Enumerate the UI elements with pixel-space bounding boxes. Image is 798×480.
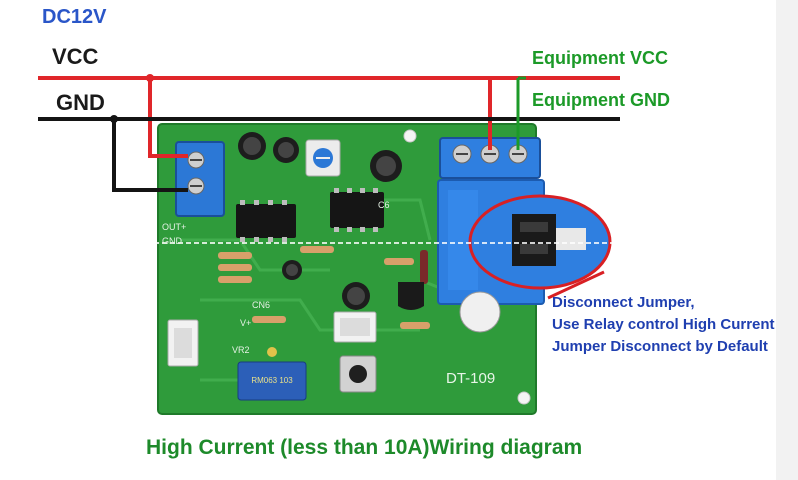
mount-hole (403, 129, 417, 143)
pin-v-label: V+ (240, 318, 252, 328)
potentiometer-top (305, 139, 341, 177)
jumper-note: Disconnect Jumper, Use Relay control Hig… (552, 292, 775, 358)
gnd-drop-input (112, 119, 188, 192)
pot-label: VR2 (232, 345, 250, 355)
dc12v-label: DC12V (42, 6, 107, 28)
capacitors (238, 132, 402, 310)
vcc-label: VCC (52, 44, 99, 69)
gnd-label: GND (56, 90, 105, 115)
jumper-note-line: Disconnect Jumper, (552, 294, 695, 311)
vcc-drop-input (148, 78, 188, 158)
push-button (339, 355, 377, 393)
pin-c6-label: C6 (378, 200, 390, 210)
white-connectors (167, 311, 377, 367)
mount-hole (517, 391, 531, 405)
potentiometer-vr2 (237, 347, 307, 401)
pot-marking: RM063 103 (251, 376, 293, 385)
ic-chips (236, 188, 384, 242)
equipment-vcc-label: Equipment VCC (532, 48, 669, 68)
connector-label: CN6 (252, 300, 271, 310)
side-pin-labels: OUT+ GND (162, 222, 187, 246)
resistors (218, 246, 430, 329)
equipment-gnd-label: Equipment GND (532, 90, 670, 110)
jumper-note-line: Use Relay control High Current (552, 316, 775, 333)
side-bar (776, 0, 798, 480)
buzzer (459, 291, 501, 333)
transistor (398, 282, 424, 310)
board-model-label: DT-109 (446, 370, 496, 387)
jumper-note-line: Jumper Disconnect by Default (552, 338, 768, 355)
diagram-caption: High Current (less than 10A)Wiring diagr… (146, 436, 583, 459)
input-terminal-block (175, 141, 225, 217)
output-terminal-block (439, 137, 541, 179)
